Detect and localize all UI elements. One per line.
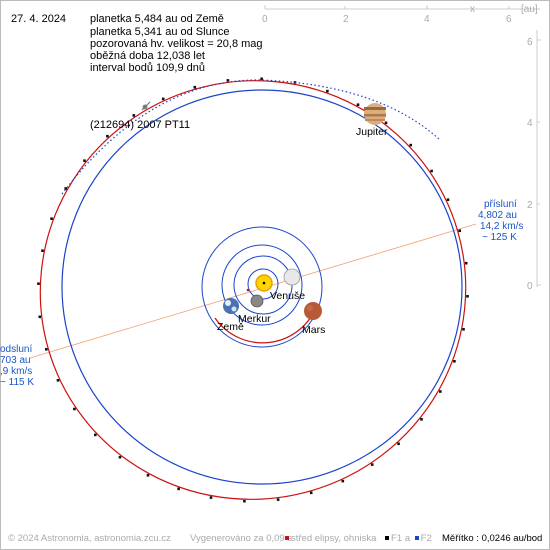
jupiter-icon (364, 103, 386, 125)
venus-label: Venuše (270, 290, 305, 302)
unit-label: [au] (521, 4, 538, 15)
orbit-interval-point (453, 360, 456, 363)
mars-icon (304, 302, 322, 320)
earth-icon (223, 298, 239, 314)
venus-icon (283, 268, 301, 286)
top-tick-4: 4 (424, 14, 430, 25)
orbit-interval-point (341, 479, 345, 483)
orbit-interval-point (106, 134, 109, 138)
perihelion-temp: ~ 125 K (482, 232, 517, 243)
orbit-interval-point (458, 229, 461, 232)
footer-scale: Měřítko : 0,0246 au/bod (442, 533, 542, 544)
orbit-interval-point (38, 315, 42, 319)
orbit-interval-point (409, 143, 412, 147)
center-marker-icon (285, 535, 289, 540)
jupiter-orbit (61, 89, 463, 485)
aphelion-speed: ,9 km/s (0, 366, 33, 377)
orbit-interval-point (276, 498, 280, 501)
info-point-interval: interval bodů 109,9 dnů (90, 62, 205, 74)
orbit-interval-point (73, 407, 76, 411)
mars-orbit (201, 226, 323, 348)
jupiter-label: Jupiter (356, 126, 388, 138)
orbit-interval-point (439, 390, 442, 393)
orbit-interval-point (64, 187, 67, 190)
footer-generated: Vygenerováno za 0,09 s (190, 533, 293, 544)
info-distance-sun: planetka 5,341 au od Slunce (90, 26, 230, 38)
orbit-interval-point (50, 217, 53, 220)
apsis-line (29, 223, 477, 359)
orbit-interval-point (260, 77, 263, 81)
orbit-interval-point (41, 249, 44, 252)
footer-legend: střed elipsy, ohniska F1 a F2 (283, 533, 432, 544)
orbit-interval-point (37, 282, 40, 285)
orbit-interval-point (446, 198, 450, 201)
x-axis-label: x (470, 4, 475, 15)
aphelion-temp: ~ 115 K (0, 377, 35, 388)
top-axis (264, 5, 540, 10)
mercury-label: Merkur (238, 313, 271, 325)
legend-f2-label: F2 (420, 533, 432, 544)
orbit-interval-point (146, 474, 150, 477)
orbit-interval-point (397, 442, 400, 446)
f1-marker-icon (385, 535, 390, 540)
orbit-interval-point (56, 379, 60, 382)
right-tick-0: 0 (527, 281, 533, 292)
legend-center-label: střed elipsy, ohniska (291, 533, 377, 544)
orbit-interval-point (83, 159, 86, 162)
mars-label: Mars (302, 324, 325, 336)
orbit-interval-point (132, 114, 136, 117)
orbit-interval-point (430, 169, 433, 173)
info-distance-earth: planetka 5,484 au od Země (90, 13, 224, 25)
asteroid-orbit (39, 80, 467, 500)
perihelion-speed: 14,2 km/s (480, 221, 524, 232)
orbit-interval-point (209, 496, 213, 499)
orbit-interval-point (118, 455, 122, 459)
top-tick-0: 0 (262, 14, 268, 25)
mars-orbit-red-arc (214, 304, 318, 344)
perihelion-distance: 4,802 au (478, 210, 517, 221)
date-label: 27. 4. 2024 (11, 13, 67, 25)
focus-point (262, 281, 266, 285)
scale-label: Měřítko : 0,0246 au/bod (442, 533, 543, 544)
asteroid-icon (141, 101, 151, 111)
top-tick-6: 6 (506, 14, 512, 25)
orbit-interval-point (161, 97, 165, 101)
orbit-interval-point (464, 261, 468, 265)
orbit-interval-point (309, 491, 313, 495)
aphelion-title: odsluní (0, 344, 33, 355)
aphelion-distance: 703 au (0, 355, 31, 366)
object-name: (212694) 2007 PT11 (90, 119, 191, 131)
ellipse-center-point (246, 288, 250, 292)
orbit-interval-point (356, 103, 360, 106)
f2-marker-icon (414, 535, 419, 540)
orbit-interval-point (462, 328, 465, 331)
perihelion-title: přísluní (484, 199, 517, 210)
mercury-icon (250, 294, 264, 308)
orbit-interval-point (420, 418, 423, 421)
orbit-interval-points (37, 77, 469, 503)
right-tick-6: 6 (527, 37, 533, 48)
orbit-interval-point (466, 295, 469, 298)
orbit-interval-point (45, 348, 48, 351)
footer-copyright: © 2024 Astronomia, astronomia.zcu.cz (8, 533, 171, 544)
right-tick-4: 4 (527, 118, 533, 129)
orbit-interval-point (226, 79, 230, 82)
orbit-interval-point (326, 89, 329, 93)
orbit-interval-point (384, 121, 388, 125)
earth-orbit (221, 244, 303, 326)
orbit-interval-point (370, 463, 374, 466)
orbit-interval-point (177, 487, 180, 491)
legend-f1-label: F1 a (391, 533, 411, 544)
orbit-interval-point (193, 85, 197, 89)
right-tick-2: 2 (527, 200, 533, 211)
info-orbital-period: oběžná doba 12,038 let (90, 50, 205, 62)
top-tick-2: 2 (343, 14, 349, 25)
orbit-interval-point (243, 499, 246, 503)
orbit-interval-point (94, 433, 97, 437)
right-axis (536, 30, 541, 287)
earth-label: Země (217, 321, 244, 333)
info-magnitude: pozorovaná hv. velikost = 20,8 mag (90, 38, 263, 50)
